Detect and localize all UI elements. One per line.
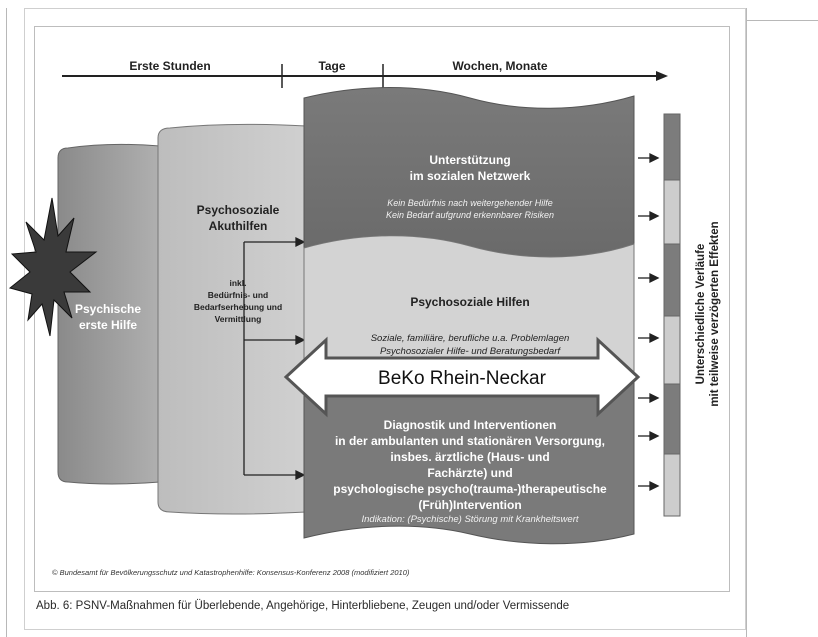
diagnostik-title-line-5: psychologische psycho(trauma-)therapeuti… xyxy=(333,482,607,496)
band-netzwerk: Unterstützung im sozialen Netzwerk Kein … xyxy=(303,87,635,258)
hilfen-sub-line-1: Soziale, familiäre, berufliche u.a. Prob… xyxy=(371,333,570,344)
diagnostik-title-line-6: (Früh)Intervention xyxy=(418,498,521,512)
psychische-erste-hilfe-line-1: Psychische xyxy=(75,302,141,316)
effect-bar xyxy=(663,113,681,517)
timeline-arrowhead xyxy=(656,71,668,81)
band-psychosoziale-hilfen: Psychosoziale Hilfen Soziale, familiäre,… xyxy=(303,235,635,396)
akuthilfen-title-line-1: Psychosoziale xyxy=(197,203,280,217)
beko-label: BeKo Rhein-Neckar xyxy=(378,368,547,389)
output-arrows xyxy=(638,152,660,492)
timeline-phase-wochen-monate: Wochen, Monate xyxy=(452,59,547,73)
block-psychische-erste-hilfe: Psychische erste Hilfe xyxy=(57,143,161,485)
right-panel-top-line xyxy=(746,20,818,21)
netzwerk-title-line-1: Unterstützung xyxy=(429,153,510,167)
copyright-line: © Bundesamt für Bevölkerungsschutz und K… xyxy=(52,568,410,577)
psnv-diagram: Erste Stunden Tage Wochen, Monate Psychi… xyxy=(8,59,721,577)
diagnostik-sub: Indikation: (Psychische) Störung mit Kra… xyxy=(361,514,578,525)
akuthilfen-title-line-2: Akuthilfen xyxy=(209,219,268,233)
beko-double-arrow-shape xyxy=(283,336,641,418)
timeline: Erste Stunden Tage Wochen, Monate xyxy=(62,59,668,88)
effect-bar-segment-4 xyxy=(663,315,681,385)
timeline-phase-tage: Tage xyxy=(318,59,345,73)
burst-star-icon xyxy=(8,197,98,337)
akuthilfen-sub-line-3: Bedarfserhebung und xyxy=(194,302,282,312)
left-border-line xyxy=(6,8,7,637)
diagnostik-title-line-4: Fachärzte) und xyxy=(427,466,512,480)
band-diagnostik: Diagnostik und Interventionen in der amb… xyxy=(303,374,635,545)
figure-caption: Abb. 6: PSNV-Maßnahmen für Überlebende, … xyxy=(36,600,570,612)
right-border-line xyxy=(746,8,747,637)
effect-bar-segment-1 xyxy=(663,113,681,181)
diagnostik-title-line-3: insbes. ärztliche (Haus- und xyxy=(390,450,549,464)
beko-overlay-arrow: BeKo Rhein-Neckar xyxy=(283,336,641,418)
effect-bar-segment-5 xyxy=(663,383,681,455)
akuthilfen-sub-line-2: Bedürfnis- und xyxy=(208,290,268,300)
netzwerk-sub-line-1: Kein Bedürfnis nach weitergehender Hilfe xyxy=(387,198,553,208)
netzwerk-title-line-2: im sozialen Netzwerk xyxy=(410,169,531,183)
effect-bar-segment-6 xyxy=(663,453,681,517)
akuthilfen-connectors xyxy=(243,236,306,481)
psychische-erste-hilfe-line-2: erste Hilfe xyxy=(79,318,137,332)
hilfen-title: Psychosoziale Hilfen xyxy=(410,295,529,309)
timeline-phase-erste-stunden: Erste Stunden xyxy=(129,59,210,73)
netzwerk-sub-line-2: Kein Bedarf aufgrund erkennbarer Risiken xyxy=(386,210,554,220)
akuthilfen-sub-line-1: inkl. xyxy=(229,278,246,288)
effect-bar-segment-2 xyxy=(663,179,681,245)
side-label-line-1: Unterschiedliche Verläufe xyxy=(695,244,707,385)
hilfen-sub-line-2: Psychosozialer Hilfe- und Beratungsbedar… xyxy=(380,346,561,357)
akuthilfen-sub-line-4: Vermittlung xyxy=(215,314,262,324)
diagnostik-title-line-2: in der ambulanten und stationären Versor… xyxy=(335,434,605,448)
effect-bar-segment-3 xyxy=(663,243,681,317)
side-label-line-2: mit teilweise verzögerten Effekten xyxy=(709,221,721,406)
diagnostik-title-line-1: Diagnostik und Interventionen xyxy=(384,418,557,432)
block-akuthilfen: Psychosoziale Akuthilfen inkl. Bedürfnis… xyxy=(157,123,307,515)
